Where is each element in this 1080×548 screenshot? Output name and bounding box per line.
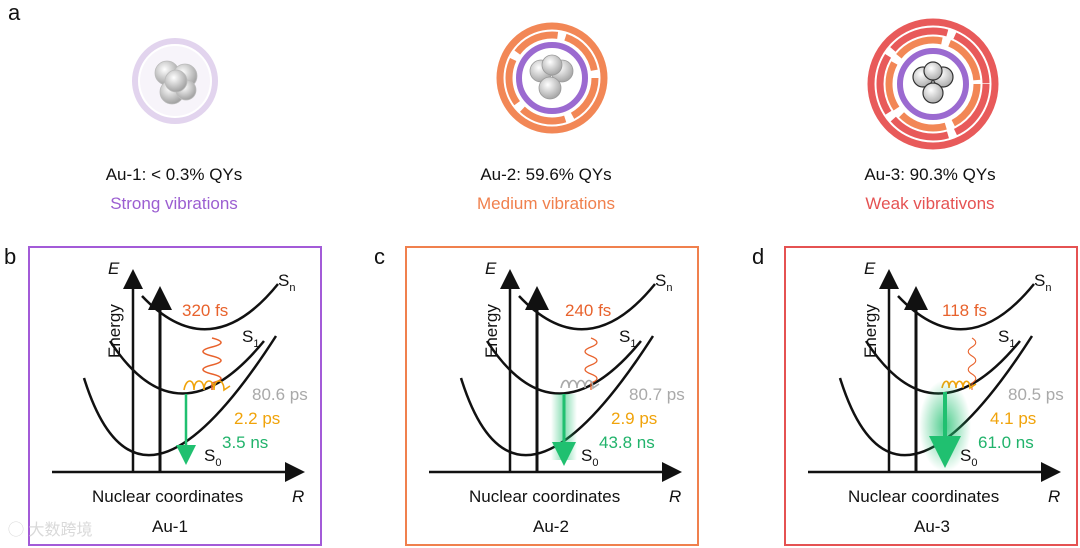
ic-time-label: 240 fs xyxy=(565,301,611,320)
cluster-au2-title: Au-2: 59.6% QYs xyxy=(480,165,612,184)
watermark-text: 大数跨境 xyxy=(28,522,93,539)
y-axis-label: Energy xyxy=(105,304,124,358)
s1-time-label: 80.6 ps xyxy=(252,385,308,404)
y-axis-symbol: E xyxy=(108,259,120,278)
s1-curve xyxy=(108,340,265,395)
ic-time-label: 320 fs xyxy=(182,301,228,320)
cluster-au3-title: Au-3: 90.3% QYs xyxy=(864,165,996,184)
y-axis-symbol: E xyxy=(485,259,497,278)
s1-label: S1 xyxy=(998,327,1015,350)
emission-time-label: 43.8 ns xyxy=(599,433,655,452)
vib-time-label: 4.1 ps xyxy=(990,409,1036,428)
s1-time-label: 80.5 ps xyxy=(1008,385,1064,404)
energy-diagram-au2: Energy E 240 fs 80.7 ps 2.9 ps 43.8 ns S… xyxy=(429,259,685,536)
ic-time-label: 118 fs xyxy=(942,301,987,320)
ic-wave xyxy=(967,337,977,390)
cluster-au2-vibration: Medium vibrations xyxy=(477,194,615,213)
s1-curve xyxy=(485,340,642,395)
x-axis-symbol: R xyxy=(1048,487,1060,506)
cluster-au3-icon xyxy=(867,18,999,150)
cluster-au3-vibration: Weak vibrativons xyxy=(865,194,995,213)
sn-label: Sn xyxy=(655,271,672,294)
s1-label: S1 xyxy=(619,327,636,350)
cluster-au2-icon xyxy=(496,22,608,134)
cluster-name: Au-3 xyxy=(914,517,950,536)
watermark-logo-icon: ◯ xyxy=(8,522,25,539)
emission-time-label: 61.0 ns xyxy=(978,433,1034,452)
x-axis-symbol: R xyxy=(292,487,304,506)
watermark: ◯ 大数跨境 xyxy=(8,516,92,540)
ic-wave xyxy=(202,337,222,390)
vibrational-coil xyxy=(560,379,600,390)
x-axis-label: Nuclear coordinates xyxy=(92,487,243,506)
cluster-au1-vibration: Strong vibrations xyxy=(110,194,238,213)
x-axis-label: Nuclear coordinates xyxy=(848,487,999,506)
panel-c-frame xyxy=(405,246,699,546)
sn-curve xyxy=(897,283,1035,331)
panel-letter-c: c xyxy=(374,244,385,269)
sn-label: Sn xyxy=(1034,271,1051,294)
emission-time-label: 3.5 ns xyxy=(222,433,268,452)
cluster-au1-icon xyxy=(132,38,218,124)
sn-curve xyxy=(141,283,279,331)
sn-label: Sn xyxy=(278,271,295,294)
s0-label: S0 xyxy=(581,446,598,469)
sn-curve xyxy=(518,283,656,331)
x-axis-label: Nuclear coordinates xyxy=(469,487,620,506)
vib-time-label: 2.2 ps xyxy=(234,409,280,428)
x-axis-symbol: R xyxy=(669,487,681,506)
s0-label: S0 xyxy=(960,446,977,469)
panel-b-frame xyxy=(28,246,322,546)
vibrational-coil xyxy=(183,380,231,392)
panel-letter-b: b xyxy=(4,244,17,269)
cluster-au1-title: Au-1: < 0.3% QYs xyxy=(105,165,243,184)
s1-label: S1 xyxy=(242,327,259,350)
energy-diagram-au1: Energy E 320 fs 80.6 ps 2.2 ps 3.5 ns Sn… xyxy=(52,259,308,536)
cluster-name: Au-2 xyxy=(533,517,569,536)
panel-d-frame xyxy=(784,246,1078,546)
vib-time-label: 2.9 ps xyxy=(611,409,657,428)
y-axis-label: Energy xyxy=(482,304,501,358)
panel-letter-d: d xyxy=(752,244,765,269)
y-axis-label: Energy xyxy=(861,304,880,358)
s1-time-label: 80.7 ps xyxy=(629,385,685,404)
energy-diagram-au3: Energy E 118 fs 80.5 ps 4.1 ps 61.0 ns S… xyxy=(808,259,1064,536)
panel-letter-a: a xyxy=(8,0,21,25)
ic-wave xyxy=(584,337,598,390)
y-axis-symbol: E xyxy=(864,259,876,278)
cluster-name: Au-1 xyxy=(152,517,188,536)
s0-label: S0 xyxy=(204,446,221,469)
